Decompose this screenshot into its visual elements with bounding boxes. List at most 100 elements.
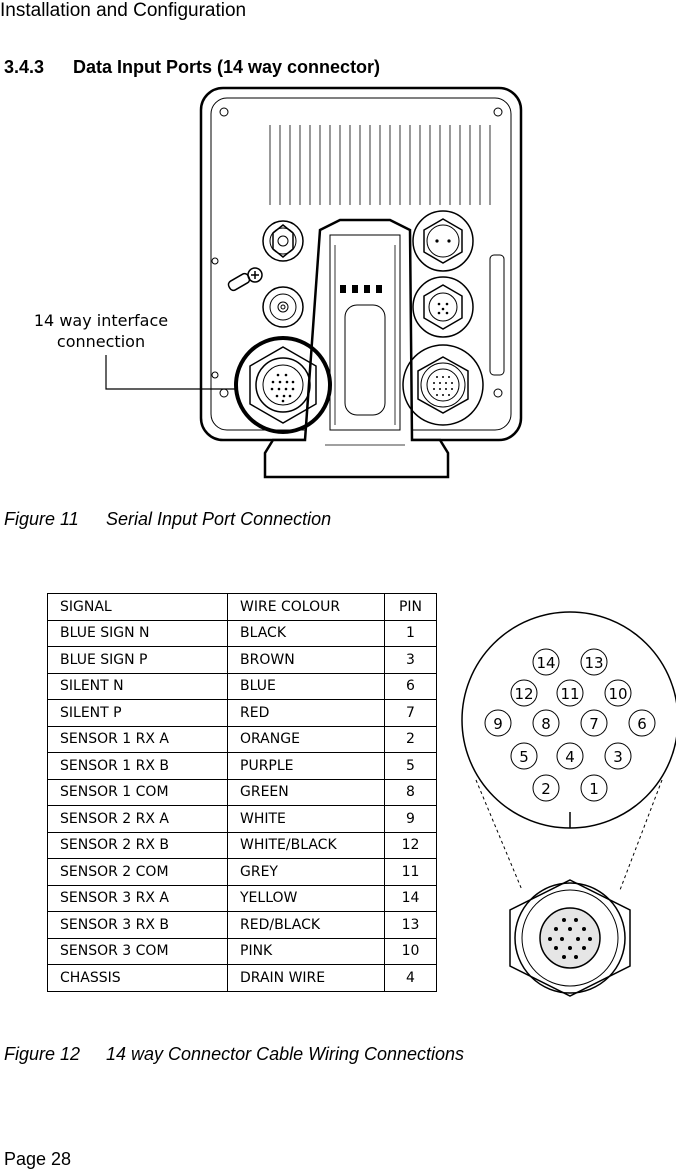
pin-10-marker bbox=[604, 679, 632, 707]
pin-cell: 4 bbox=[384, 964, 437, 992]
section-number: 3.4.3 bbox=[4, 57, 45, 77]
pin-label: 12 bbox=[514, 685, 533, 703]
header-wire-colour: WIRE COLOUR bbox=[227, 593, 385, 621]
signal-cell: BLUE SIGN N bbox=[47, 619, 228, 647]
wire-colour-cell: WHITE bbox=[227, 805, 385, 833]
page-header: Installation and Configuration bbox=[0, 0, 247, 21]
signal-cell: SENSOR 2 RX A bbox=[47, 805, 228, 833]
wire-colour-cell: YELLOW bbox=[227, 884, 385, 912]
signal-cell: SENSOR 3 RX A bbox=[47, 884, 228, 912]
figure-11-number: Figure 11 bbox=[4, 509, 79, 529]
pin-4-marker bbox=[556, 742, 584, 770]
figure-12-caption: 14 way Connector Cable Wiring Connection… bbox=[106, 1044, 465, 1064]
pin-label: 14 bbox=[536, 654, 555, 672]
pin-label: 6 bbox=[637, 715, 647, 733]
wire-colour-cell: BLACK bbox=[227, 619, 385, 647]
wire-colour-cell: RED/BLACK bbox=[227, 911, 385, 939]
pin-1-marker bbox=[580, 774, 608, 802]
signal-cell: SENSOR 3 RX B bbox=[47, 911, 228, 939]
pin-markers bbox=[484, 648, 656, 802]
pin-cell: 6 bbox=[384, 672, 437, 700]
pin-cell: 8 bbox=[384, 778, 437, 806]
wire-colour-cell: PURPLE bbox=[227, 752, 385, 780]
pin-label: 8 bbox=[541, 715, 551, 733]
pin-label: 4 bbox=[565, 748, 575, 766]
pin-cell: 12 bbox=[384, 831, 437, 859]
signal-cell: SENSOR 1 RX B bbox=[47, 752, 228, 780]
wire-colour-cell: PINK bbox=[227, 937, 385, 965]
signal-cell: SENSOR 1 RX A bbox=[47, 725, 228, 753]
section-title: Data Input Ports (14 way connector) bbox=[73, 57, 381, 77]
signal-cell: SENSOR 2 RX B bbox=[47, 831, 228, 859]
wire-colour-cell: GREEN bbox=[227, 778, 385, 806]
connector-drawing bbox=[509, 879, 631, 997]
signal-cell: SILENT N bbox=[47, 672, 228, 700]
signal-cell: SENSOR 2 COM bbox=[47, 858, 228, 886]
wire-colour-cell: DRAIN WIRE bbox=[227, 964, 385, 992]
page-number: Page 28 bbox=[4, 1149, 72, 1169]
pin-label: 5 bbox=[519, 748, 529, 766]
pin-13-marker bbox=[580, 648, 608, 676]
pin-label: 7 bbox=[589, 715, 599, 733]
pin-cell: 14 bbox=[384, 884, 437, 912]
wire-colour-cell: BLUE bbox=[227, 672, 385, 700]
pin-label: 13 bbox=[584, 654, 603, 672]
wire-colour-cell: WHITE/BLACK bbox=[227, 831, 385, 859]
pin-label: 1 bbox=[589, 780, 599, 798]
pin-2-marker bbox=[532, 774, 560, 802]
pin-11-marker bbox=[556, 679, 584, 707]
pin-label: 2 bbox=[541, 780, 551, 798]
signal-cell: SENSOR 1 COM bbox=[47, 778, 228, 806]
pin-cell: 13 bbox=[384, 911, 437, 939]
wire-colour-cell: GREY bbox=[227, 858, 385, 886]
pin-7-marker bbox=[580, 709, 608, 737]
pin-9-marker bbox=[484, 709, 512, 737]
figure-12-number: Figure 12 bbox=[4, 1044, 81, 1064]
header-pin: PIN bbox=[384, 593, 437, 621]
signal-cell: BLUE SIGN P bbox=[47, 646, 228, 674]
pin-cell: 9 bbox=[384, 805, 437, 833]
callout-line-2: connection bbox=[56, 332, 146, 351]
signal-cell: SENSOR 3 COM bbox=[47, 937, 228, 965]
header-signal: SIGNAL bbox=[47, 593, 228, 621]
table-header-row: SIGNAL WIRE COLOUR PIN bbox=[47, 593, 437, 621]
pin-cell: 1 bbox=[384, 619, 437, 647]
signal-cell: SILENT P bbox=[47, 699, 228, 727]
pin-label: 9 bbox=[493, 715, 503, 733]
pin-3-marker bbox=[604, 742, 632, 770]
wire-colour-cell: BROWN bbox=[227, 646, 385, 674]
pin-label: 11 bbox=[560, 685, 579, 703]
pin-cell: 3 bbox=[384, 646, 437, 674]
pin-cell: 2 bbox=[384, 725, 437, 753]
pin-cell: 5 bbox=[384, 752, 437, 780]
callout-leader-line bbox=[105, 355, 236, 390]
pin-12-marker bbox=[510, 679, 538, 707]
pin-8-marker bbox=[532, 709, 560, 737]
pinout-diagram: 14 13 12 11 10 9 8 7 6 5 4 3 2 1 bbox=[461, 611, 676, 997]
callout-line-1: 14 way interface bbox=[33, 311, 169, 330]
figure-11-caption: Serial Input Port Connection bbox=[106, 509, 332, 529]
pin-cell: 11 bbox=[384, 858, 437, 886]
pin-14-marker bbox=[532, 648, 560, 676]
pin-label: 3 bbox=[613, 748, 623, 766]
pin-6-marker bbox=[628, 709, 656, 737]
callout-label: 14 way interface connection bbox=[26, 310, 176, 352]
pin-label: 10 bbox=[608, 685, 627, 703]
wire-colour-cell: RED bbox=[227, 699, 385, 727]
pin-5-marker bbox=[510, 742, 538, 770]
pin-cell: 7 bbox=[384, 699, 437, 727]
